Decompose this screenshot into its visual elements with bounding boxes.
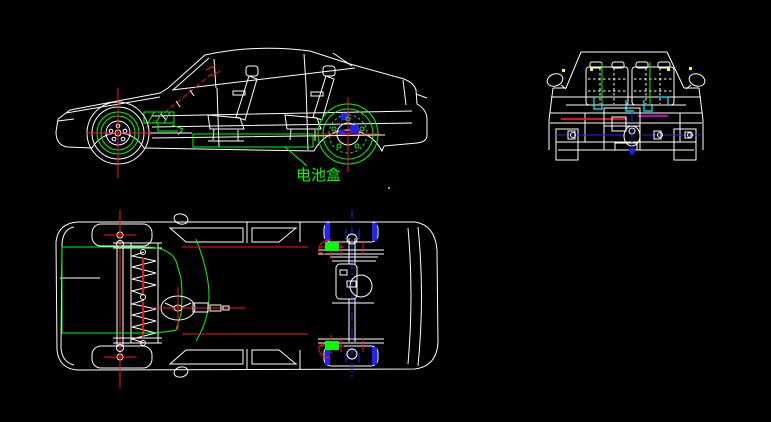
coil-spring-lower — [130, 299, 157, 344]
battery-box-plan — [61, 238, 210, 342]
plan-body-outline — [55, 213, 439, 378]
seatbelt-lines — [601, 62, 651, 105]
door-handle-front — [232, 90, 246, 96]
front-wheel — [86, 88, 150, 178]
stray-green-dot — [388, 187, 390, 189]
brake-caliper-bottom — [325, 341, 339, 350]
steering-wheel — [152, 287, 246, 331]
seat-front — [207, 65, 259, 142]
steering-column — [145, 64, 221, 129]
frame-rails — [182, 246, 308, 335]
rear-wheel — [316, 97, 380, 172]
left-mirror — [546, 73, 564, 87]
battery-label: 电池盒 — [296, 166, 341, 184]
plan-mirror-bottom — [173, 366, 189, 378]
front-wheel-top — [323, 221, 379, 243]
right-mirror — [688, 73, 706, 87]
front-body-outline — [546, 51, 706, 161]
battery-label-leader — [284, 146, 308, 167]
front-wheel-centerline — [86, 88, 150, 178]
rear-wheel-bottom — [91, 345, 153, 369]
door-handle-rear — [310, 91, 324, 97]
plan-mirror-top — [173, 213, 189, 225]
license-plate — [614, 142, 638, 151]
battery-box — [192, 133, 314, 148]
mount-brackets — [561, 96, 669, 120]
coil-spring-upper — [130, 251, 157, 296]
seat-rear — [284, 65, 336, 141]
rear-wheel-top — [91, 223, 153, 247]
top-view — [55, 187, 439, 388]
side-view: 电池盒 — [55, 47, 428, 184]
front-axle-assembly — [318, 210, 384, 378]
steering-centerline — [152, 287, 246, 331]
motor-housing — [335, 263, 358, 300]
rear-suspension — [91, 210, 162, 388]
rear-wheel-centerline — [316, 97, 380, 172]
front-view-right-wheel — [673, 128, 697, 161]
battery-modules — [562, 61, 692, 106]
front-drivetrain — [556, 107, 700, 158]
brake-caliper-top — [325, 242, 339, 251]
front-view-left-wheel — [555, 128, 579, 161]
front-view — [546, 51, 706, 161]
